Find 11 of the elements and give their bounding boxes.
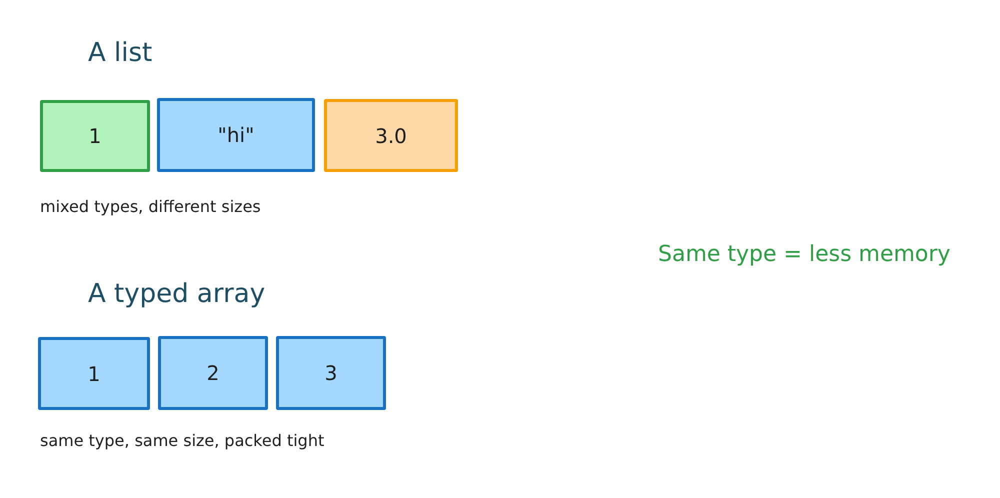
section-heading: A list <box>88 38 152 70</box>
list-element-box: "hi" <box>157 98 315 172</box>
caption-note: same type, same size, packed tight <box>40 431 324 450</box>
caption-note: mixed types, different sizes <box>40 197 261 216</box>
array-element-box: 2 <box>158 336 268 410</box>
list-element-box: 3.0 <box>324 99 458 172</box>
array-element-box: 3 <box>276 336 386 410</box>
callout-note: Same type = less memory <box>658 242 950 268</box>
array-element-box: 1 <box>38 337 150 410</box>
section-heading: A typed array <box>88 279 266 310</box>
list-element-box: 1 <box>40 100 150 172</box>
